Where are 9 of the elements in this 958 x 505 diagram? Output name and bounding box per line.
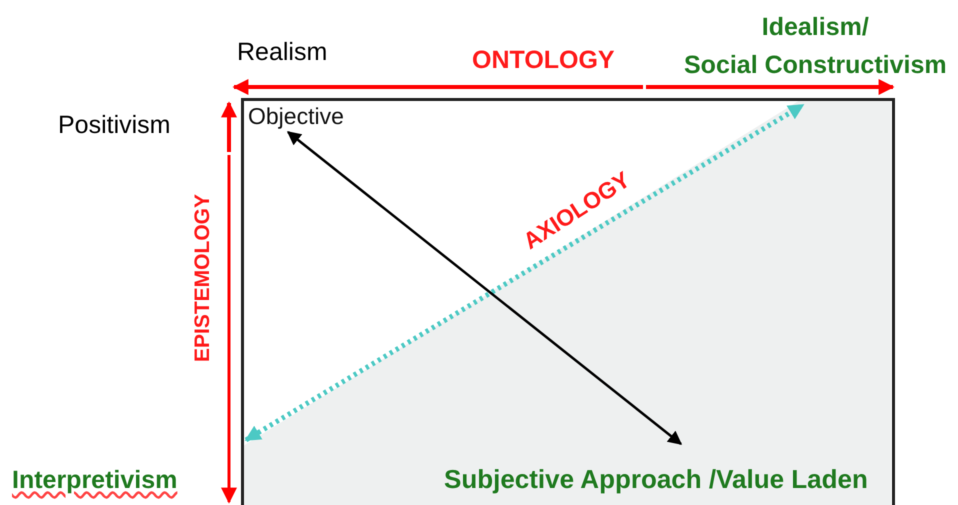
axis-title: EPISTEMOLOGY	[191, 194, 215, 362]
pole-label: Idealism/ Social Constructivism	[684, 12, 947, 81]
pole-label: Positivism	[58, 111, 171, 140]
double-arrow	[286, 131, 682, 445]
axis-title: ONTOLOGY	[472, 46, 615, 75]
pole-label: Realism	[237, 38, 328, 67]
pole-label: Subjective Approach /Value Laden	[444, 464, 868, 495]
pole-label: Interpretivism	[12, 466, 178, 495]
pole-label: Objective	[248, 103, 344, 130]
